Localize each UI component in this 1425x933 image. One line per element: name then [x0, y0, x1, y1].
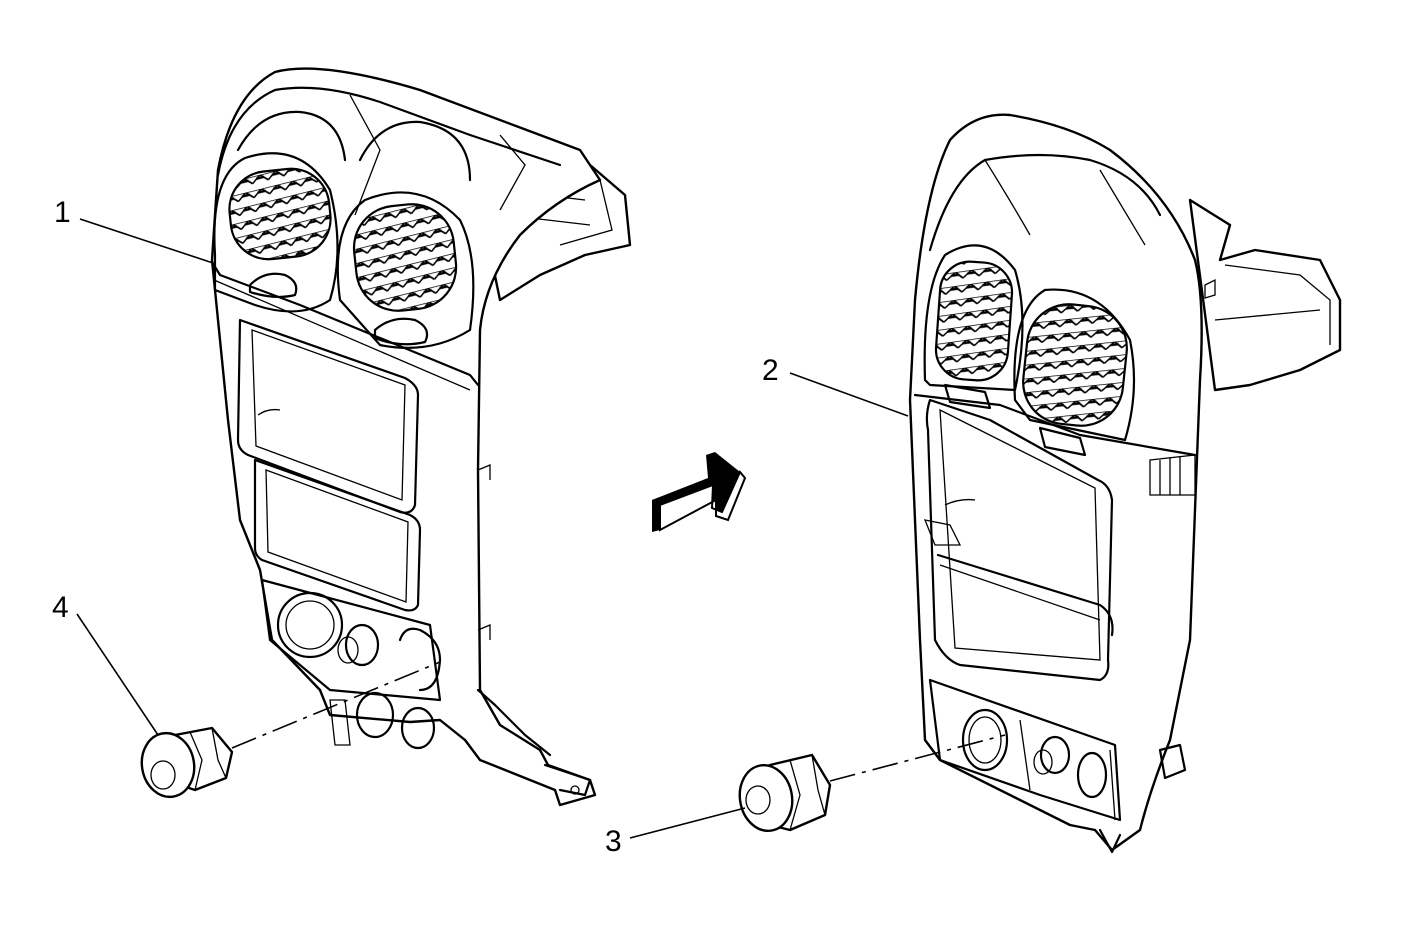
vent-grille-icon — [1022, 303, 1128, 427]
bezel-assembly-1 — [210, 67, 632, 807]
vent-grille-icon — [934, 260, 1014, 382]
vent-grille-icon — [228, 167, 332, 261]
knob-icon — [943, 383, 992, 410]
callout-1: 1 — [54, 196, 71, 229]
vent-grille-icon — [352, 203, 458, 312]
bezel-assembly-2 — [908, 113, 1342, 854]
arrow-right-icon — [652, 452, 747, 532]
callout-4: 4 — [52, 591, 69, 624]
callout-2: 2 — [762, 354, 779, 387]
knob-icon — [248, 272, 298, 299]
leader-lines — [76, 218, 1006, 839]
knob-icon — [1038, 426, 1087, 457]
retainer-clip-4 — [140, 726, 234, 799]
retainer-clip-3 — [738, 753, 832, 833]
callout-3: 3 — [605, 825, 622, 858]
